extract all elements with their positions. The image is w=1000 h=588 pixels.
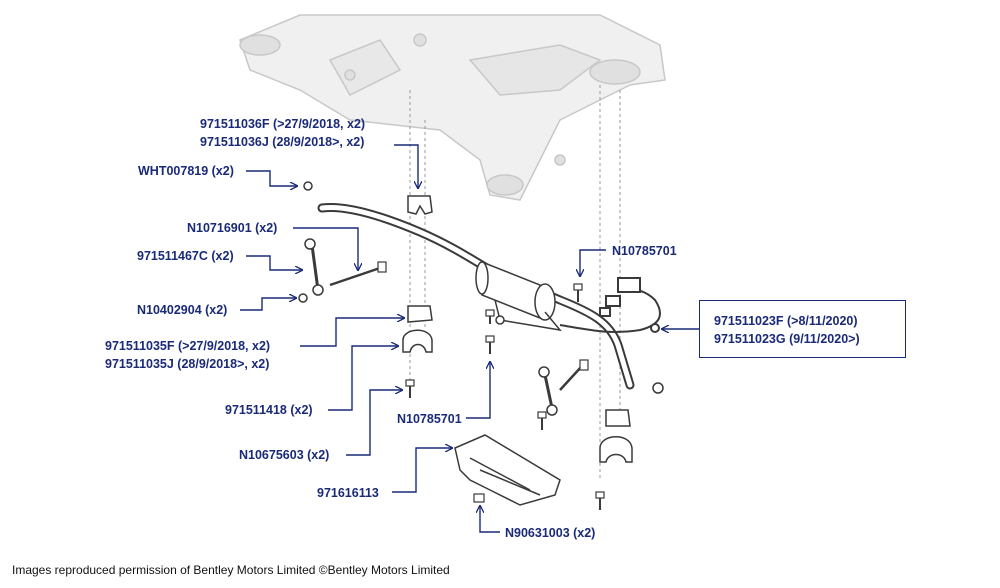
label-wht007819: WHT007819 (x2) [138, 164, 234, 178]
label-n10402904: N10402904 (x2) [137, 303, 228, 317]
label-971511035f: 971511035F (>27/9/2018, x2) [105, 339, 271, 353]
small-bolts [405, 283, 605, 510]
label-971511467c: 971511467C (x2) [137, 249, 234, 263]
projection-lines [409, 85, 621, 480]
label-971511035j: 971511035J (28/9/2018>, x2) [105, 357, 270, 371]
label-971616113: 971616113 [317, 486, 379, 500]
copyright-footer: Images reproduced permission of Bentley … [12, 563, 450, 577]
label-971511036j: 971511036J (28/9/2018>, x2) [200, 135, 365, 149]
label-n10675603: N10675603 (x2) [239, 448, 330, 462]
subframe [239, 14, 666, 201]
actuator [475, 260, 562, 332]
heat-shield [454, 434, 561, 506]
label-971511418: 971511418 (x2) [225, 403, 313, 417]
label-n10785701-mid: N10785701 [397, 412, 462, 426]
label-971511036f: 971511036F (>27/9/2018, x2) [200, 117, 366, 131]
anti-roll-bar [317, 203, 635, 390]
label-971511023f: 971511023F (>8/11/2020) [714, 314, 858, 328]
label-971511023g: 971511023G (9/11/2020>) [714, 332, 860, 346]
wiring-harness [559, 277, 661, 334]
drop-links [304, 238, 558, 416]
bushes-and-clamps [298, 181, 664, 463]
long-bolts [329, 261, 589, 391]
leader-lines [240, 144, 699, 533]
label-n10716901: N10716901 (x2) [187, 221, 278, 235]
label-n10785701-top: N10785701 [612, 244, 677, 258]
label-n90631003: N90631003 (x2) [505, 526, 596, 540]
label-box-971511023 [699, 300, 906, 358]
